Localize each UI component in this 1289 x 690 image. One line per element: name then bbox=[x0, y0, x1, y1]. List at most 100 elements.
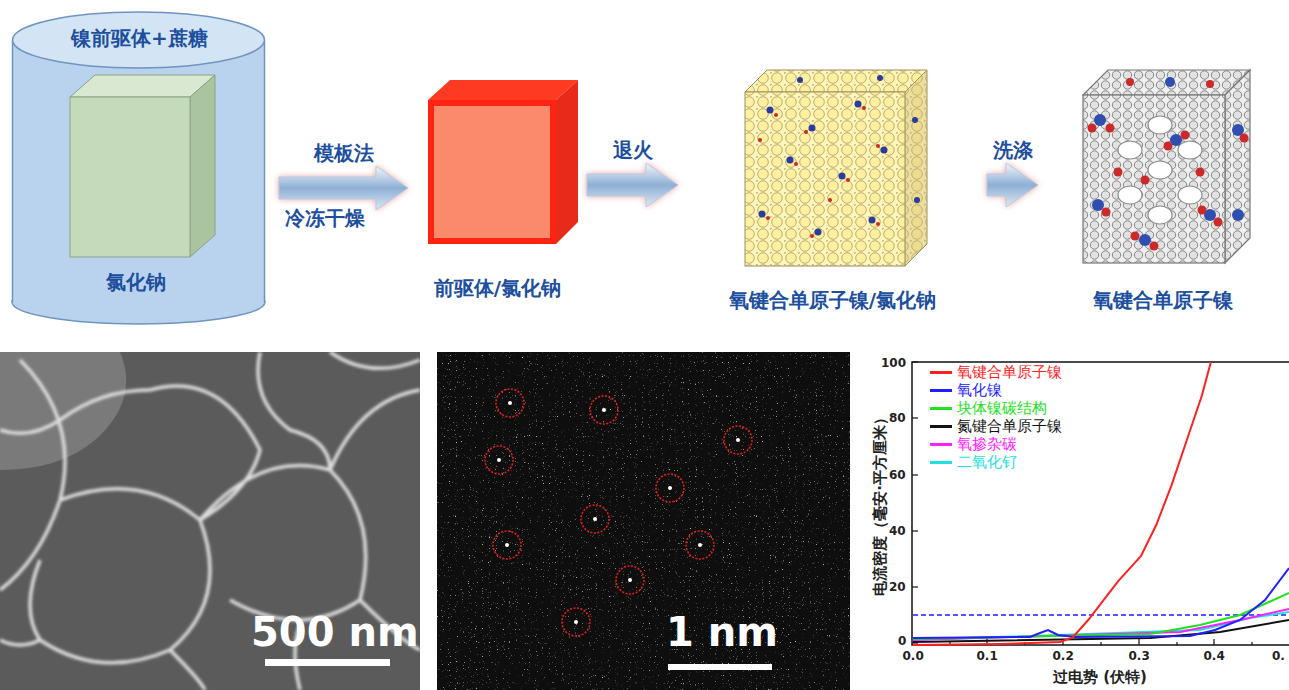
decor-shape bbox=[1118, 186, 1142, 204]
decor-shape bbox=[656, 474, 684, 502]
decor-shape bbox=[1178, 186, 1202, 204]
axis-tick: 0. bbox=[1272, 649, 1285, 663]
decor-shape bbox=[912, 362, 1252, 645]
decor-shape bbox=[1165, 77, 1175, 87]
decor-shape bbox=[668, 486, 672, 490]
decor-shape bbox=[581, 505, 609, 533]
process-arrow bbox=[279, 166, 408, 210]
axis-tick: 100 bbox=[881, 356, 906, 370]
decor-shape bbox=[1092, 199, 1104, 211]
decor-shape bbox=[264, 40, 266, 302]
axis-tick: 0.4 bbox=[1204, 649, 1225, 663]
decor-shape bbox=[912, 474, 918, 475]
node-label: 氧键合单原子镍 bbox=[1044, 288, 1281, 312]
decor-shape bbox=[1240, 134, 1249, 143]
single-atom-nacl-cube bbox=[745, 70, 927, 266]
decor-shape bbox=[1118, 141, 1142, 159]
step-label: 退火 bbox=[613, 138, 653, 162]
decor-shape bbox=[1150, 242, 1159, 251]
decor-shape bbox=[1131, 232, 1140, 241]
decor-shape bbox=[839, 173, 846, 180]
decor-shape bbox=[876, 222, 880, 226]
node-label: 镍前驱体+蔗糖 bbox=[6, 26, 273, 50]
decor-shape bbox=[758, 106, 880, 238]
beaker-cylinder bbox=[12, 12, 265, 324]
decor-shape bbox=[774, 113, 778, 117]
decor-shape bbox=[815, 229, 822, 236]
process-node: 前驱体/氯化钠 bbox=[414, 70, 581, 310]
scale-bar-label: 1 nm bbox=[666, 609, 778, 655]
decor-shape bbox=[759, 75, 921, 236]
decor-shape bbox=[810, 234, 814, 238]
decor-shape bbox=[1106, 124, 1115, 133]
nacl-cube bbox=[70, 75, 215, 257]
node-label: 前驱体/氯化钠 bbox=[414, 276, 581, 300]
decor-shape bbox=[12, 40, 14, 302]
decor-shape bbox=[855, 101, 862, 108]
decor-shape bbox=[1196, 168, 1205, 177]
legend-label: 氧键合单原子镍 bbox=[957, 363, 1062, 381]
decor-shape bbox=[787, 157, 794, 164]
legend-label: 氧掺杂碳 bbox=[957, 435, 1017, 453]
decor-shape bbox=[428, 80, 578, 100]
decor-shape bbox=[668, 664, 772, 670]
axis-title: 过电势 (伏特) bbox=[1053, 668, 1147, 686]
axis-tick: 0 bbox=[898, 634, 906, 648]
legend-swatch bbox=[930, 461, 952, 464]
decor-shape bbox=[330, 352, 420, 368]
scale-bar-label: 500 nm bbox=[251, 609, 419, 655]
decor-shape bbox=[30, 489, 210, 663]
decor-shape bbox=[13, 40, 265, 302]
decor-shape bbox=[797, 77, 803, 83]
decor-shape bbox=[505, 543, 509, 547]
decor-shape bbox=[1214, 218, 1223, 227]
axis-tick: 80 bbox=[889, 411, 906, 425]
decor-shape bbox=[766, 216, 770, 220]
legend-label: 氮键合单原子镍 bbox=[957, 417, 1062, 435]
decor-shape bbox=[508, 401, 512, 405]
axis-tick: 0.3 bbox=[1129, 649, 1150, 663]
axis-tick: 0.2 bbox=[1053, 649, 1074, 663]
decor-shape bbox=[1126, 78, 1134, 86]
decor-shape bbox=[809, 125, 816, 132]
decor-shape bbox=[912, 362, 1289, 645]
axis-tick: 60 bbox=[889, 468, 906, 482]
legend-label: 氧化镍 bbox=[957, 381, 1002, 399]
decor-shape bbox=[912, 417, 918, 418]
decor-shape bbox=[804, 130, 808, 134]
decor-shape bbox=[877, 75, 883, 81]
decor-shape bbox=[876, 144, 880, 148]
decor-shape bbox=[698, 543, 702, 547]
decor-shape bbox=[628, 578, 632, 582]
decor-shape bbox=[485, 446, 513, 474]
decor-shape bbox=[265, 659, 390, 666]
decor-shape bbox=[170, 650, 205, 690]
decor-shape bbox=[574, 620, 578, 624]
decor-shape bbox=[1083, 95, 1225, 263]
decor-shape bbox=[905, 70, 927, 266]
decor-shape bbox=[913, 614, 1289, 616]
node-label: 氧键合单原子镍/氯化钠 bbox=[684, 288, 981, 312]
decor-shape bbox=[912, 530, 918, 531]
decor-shape bbox=[0, 640, 40, 645]
decor-shape bbox=[0, 352, 420, 690]
step-label: 模板法 bbox=[314, 141, 374, 165]
step-label: 洗涤 bbox=[993, 138, 1033, 162]
decor-shape bbox=[200, 466, 366, 620]
decor-shape bbox=[590, 396, 618, 424]
decor-shape bbox=[1138, 639, 1139, 645]
decor-shape bbox=[913, 362, 1289, 645]
process-node: 镍前驱体+蔗糖氯化钠 bbox=[6, 8, 273, 326]
decor-shape bbox=[1148, 161, 1172, 179]
decor-shape bbox=[616, 566, 644, 594]
legend-label: 二氧化钌 bbox=[957, 453, 1017, 471]
decor-shape bbox=[1088, 78, 1249, 251]
decor-shape bbox=[330, 390, 420, 470]
decor-shape bbox=[1232, 209, 1244, 221]
decor-shape bbox=[1176, 642, 1177, 645]
decor-shape bbox=[1141, 176, 1150, 185]
decor-shape bbox=[258, 352, 330, 470]
decor-shape bbox=[437, 352, 850, 690]
decor-shape bbox=[1148, 206, 1172, 224]
